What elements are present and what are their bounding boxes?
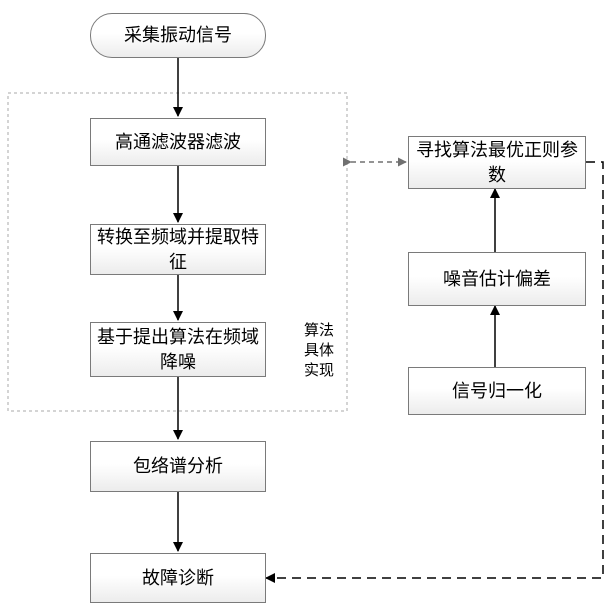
node-fault-diagnosis: 故障诊断 xyxy=(90,553,266,603)
node-signal-normalization: 信号归一化 xyxy=(408,367,586,415)
node-envelope-spectrum-label: 包络谱分析 xyxy=(97,454,259,479)
node-frequency-denoise: 基于提出算法在频域降噪 xyxy=(90,322,266,377)
node-frequency-denoise-label: 基于提出算法在频域降噪 xyxy=(97,325,259,375)
start-node-label: 采集振动信号 xyxy=(97,23,259,48)
node-highpass-filter: 高通滤波器滤波 xyxy=(90,118,266,166)
node-noise-estimate-bias-label: 噪音估计偏差 xyxy=(415,267,579,292)
node-convert-frequency-domain-label: 转换至频域并提取特征 xyxy=(97,225,259,275)
group-label-line-2: 具体 xyxy=(299,340,339,360)
group-label-line-3: 实现 xyxy=(299,360,339,380)
node-fault-diagnosis-label: 故障诊断 xyxy=(97,566,259,591)
node-optimal-regularization-param: 寻找算法最优正则参数 xyxy=(408,136,586,189)
node-convert-frequency-domain: 转换至频域并提取特征 xyxy=(90,224,266,275)
start-node-collect-vibration-signal: 采集振动信号 xyxy=(90,13,266,58)
node-highpass-filter-label: 高通滤波器滤波 xyxy=(97,130,259,155)
node-envelope-spectrum: 包络谱分析 xyxy=(90,441,266,492)
node-optimal-regularization-param-label: 寻找算法最优正则参数 xyxy=(415,138,579,188)
group-label-line-1: 算法 xyxy=(299,320,339,340)
node-signal-normalization-label: 信号归一化 xyxy=(415,379,579,404)
node-noise-estimate-bias: 噪音估计偏差 xyxy=(408,252,586,306)
algorithm-group-label: 算法 具体 实现 xyxy=(299,320,339,380)
